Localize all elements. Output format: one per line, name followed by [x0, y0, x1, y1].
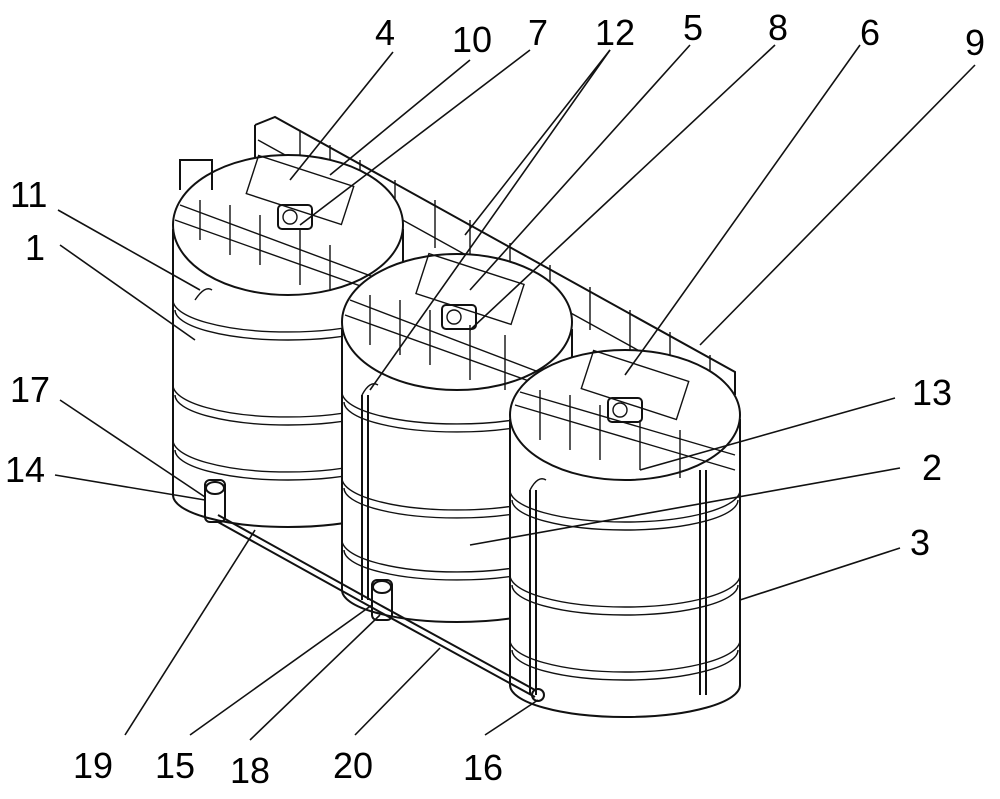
label-2: 2 — [922, 447, 942, 488]
label-19: 19 — [73, 745, 113, 786]
label-8: 8 — [768, 7, 788, 48]
bottom-piping — [204, 479, 545, 702]
leader-lines — [54, 44, 976, 741]
tank-3 — [509, 349, 741, 718]
label-3: 3 — [910, 522, 930, 563]
label-11: 11 — [10, 174, 47, 215]
label-18: 18 — [230, 750, 270, 791]
label-17: 17 — [10, 369, 50, 410]
label-1: 1 — [25, 227, 45, 268]
label-14: 14 — [5, 449, 45, 490]
label-9: 9 — [965, 22, 985, 63]
label-5: 5 — [683, 7, 703, 48]
label-15: 15 — [155, 745, 195, 786]
part-labels: 4 10 7 12 5 8 6 9 11 1 17 14 13 2 3 19 1… — [5, 7, 985, 791]
label-16: 16 — [463, 747, 503, 788]
label-7: 7 — [528, 12, 548, 53]
label-10: 10 — [452, 19, 492, 60]
label-6: 6 — [860, 12, 880, 53]
label-4: 4 — [375, 12, 395, 53]
label-13: 13 — [912, 372, 952, 413]
label-20: 20 — [333, 745, 373, 786]
label-12: 12 — [595, 12, 635, 53]
